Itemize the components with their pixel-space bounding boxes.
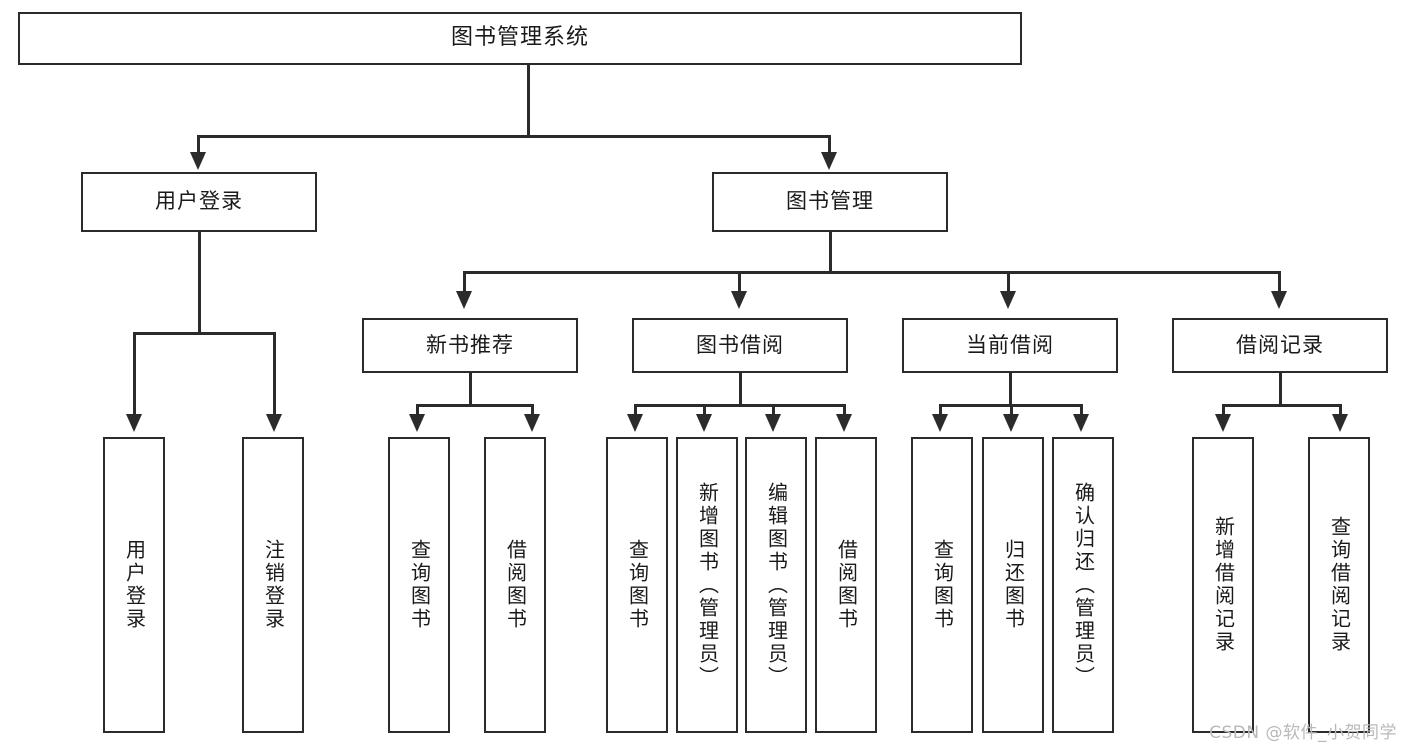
arrowhead-to-current-borrow [1000, 291, 1016, 309]
node-borrow-record[interactable]: 借阅记录 [1172, 318, 1388, 373]
node-leaf-query-book-1-label: 查询图书 [407, 539, 432, 631]
arrowhead-to-leaf-query-book-1 [409, 414, 425, 432]
node-leaf-query-record-label: 查询借阅记录 [1327, 516, 1352, 654]
connector-to-leaf-confirm-return [1080, 404, 1083, 416]
node-leaf-query-book-3-label: 查询图书 [930, 539, 955, 631]
connector-to-leaf-add-book [703, 404, 706, 416]
arrowhead-to-leaf-query-book-2 [627, 414, 643, 432]
connector-current-borrow-stem [1009, 373, 1012, 406]
arrowhead-to-leaf-query-record [1332, 414, 1348, 432]
arrowhead-to-leaf-logout [266, 414, 282, 432]
node-leaf-edit-book[interactable]: 编辑图书（管理员） [745, 437, 807, 733]
arrowhead-to-leaf-confirm-return [1073, 414, 1089, 432]
node-leaf-query-record[interactable]: 查询借阅记录 [1308, 437, 1370, 733]
connector-to-leaf-return-book [1010, 404, 1013, 416]
connector-to-leaf-add-record [1222, 404, 1225, 416]
connector-to-leaf-borrow-book-2 [843, 404, 846, 416]
connector-new-book-rec-stem [469, 373, 472, 406]
arrowhead-to-book-manage [821, 152, 837, 170]
node-leaf-return-book[interactable]: 归还图书 [982, 437, 1044, 733]
node-leaf-add-record-label: 新增借阅记录 [1211, 516, 1236, 654]
node-user-login-label: 用户登录 [155, 189, 243, 214]
connector-to-current-borrow [1007, 271, 1010, 294]
node-leaf-add-book[interactable]: 新增图书（管理员） [676, 437, 738, 733]
connector-book-borrow-bus [634, 404, 846, 407]
connector-to-leaf-logout [273, 332, 276, 416]
connector-borrow-record-bus [1222, 404, 1341, 407]
arrowhead-to-leaf-user-login [126, 414, 142, 432]
node-leaf-query-book-3[interactable]: 查询图书 [911, 437, 973, 733]
node-leaf-return-book-label: 归还图书 [1001, 539, 1026, 631]
connector-root-to-book-manage [828, 135, 831, 157]
arrowhead-to-new-book-rec [456, 291, 472, 309]
node-root-label: 图书管理系统 [450, 25, 589, 51]
node-leaf-add-book-label: 新增图书（管理员） [695, 481, 720, 689]
connector-to-leaf-edit-book [772, 404, 775, 416]
node-leaf-user-login-label: 用户登录 [122, 539, 147, 631]
connector-root-stem [527, 65, 530, 137]
arrowhead-to-user-login [190, 152, 206, 170]
node-book-borrow[interactable]: 图书借阅 [632, 318, 848, 373]
connector-borrow-record-stem [1279, 373, 1282, 406]
node-user-login[interactable]: 用户登录 [81, 172, 317, 232]
node-leaf-edit-book-label: 编辑图书（管理员） [764, 481, 789, 689]
node-leaf-borrow-book-2[interactable]: 借阅图书 [815, 437, 877, 733]
node-current-borrow-label: 当前借阅 [966, 332, 1054, 357]
node-leaf-query-book-2[interactable]: 查询图书 [606, 437, 668, 733]
connector-to-new-book-rec [463, 271, 466, 294]
connector-book-manage-stem [829, 232, 832, 274]
node-leaf-borrow-book-1[interactable]: 借阅图书 [484, 437, 546, 733]
node-new-book-rec-label: 新书推荐 [426, 332, 514, 357]
arrowhead-to-leaf-edit-book [765, 414, 781, 432]
node-leaf-borrow-book-2-label: 借阅图书 [834, 539, 859, 631]
node-leaf-confirm-return-label: 确认归还（管理员） [1071, 481, 1096, 689]
connector-user-login-stem [198, 232, 201, 334]
node-book-manage-label: 图书管理 [786, 189, 874, 214]
node-book-borrow-label: 图书借阅 [696, 332, 784, 357]
connector-root-to-user-login [197, 135, 200, 157]
node-leaf-user-login[interactable]: 用户登录 [103, 437, 165, 733]
connector-to-leaf-user-login [133, 332, 136, 416]
node-new-book-rec[interactable]: 新书推荐 [362, 318, 578, 373]
node-book-manage[interactable]: 图书管理 [712, 172, 948, 232]
connector-book-manage-bus [463, 271, 1280, 274]
arrowhead-to-borrow-record [1271, 291, 1287, 309]
connector-new-book-rec-bus [416, 404, 534, 407]
arrowhead-to-leaf-add-record [1215, 414, 1231, 432]
arrowhead-to-leaf-borrow-book-2 [836, 414, 852, 432]
connector-to-leaf-query-book-1 [416, 404, 419, 416]
arrowhead-to-leaf-add-book [696, 414, 712, 432]
arrowhead-to-book-borrow [731, 291, 747, 309]
node-leaf-query-book-2-label: 查询图书 [625, 539, 650, 631]
node-borrow-record-label: 借阅记录 [1236, 332, 1324, 357]
arrowhead-to-leaf-return-book [1003, 414, 1019, 432]
arrowhead-to-leaf-query-book-3 [932, 414, 948, 432]
connector-to-book-borrow [738, 271, 741, 294]
connector-to-leaf-query-record [1339, 404, 1342, 416]
node-leaf-logout-label: 注销登录 [261, 539, 286, 631]
node-leaf-add-record[interactable]: 新增借阅记录 [1192, 437, 1254, 733]
node-leaf-logout[interactable]: 注销登录 [242, 437, 304, 733]
connector-user-login-bus [133, 332, 276, 335]
node-leaf-query-book-1[interactable]: 查询图书 [388, 437, 450, 733]
connector-to-borrow-record [1278, 271, 1281, 294]
node-leaf-confirm-return[interactable]: 确认归还（管理员） [1052, 437, 1114, 733]
connector-book-borrow-stem [739, 373, 742, 406]
node-current-borrow[interactable]: 当前借阅 [902, 318, 1118, 373]
connector-to-leaf-query-book-2 [634, 404, 637, 416]
connector-to-leaf-query-book-3 [939, 404, 942, 416]
arrowhead-to-leaf-borrow-book-1 [524, 414, 540, 432]
node-root[interactable]: 图书管理系统 [18, 12, 1022, 65]
connector-root-bus [197, 135, 830, 138]
node-leaf-borrow-book-1-label: 借阅图书 [503, 539, 528, 631]
connector-to-leaf-borrow-book-1 [531, 404, 534, 416]
